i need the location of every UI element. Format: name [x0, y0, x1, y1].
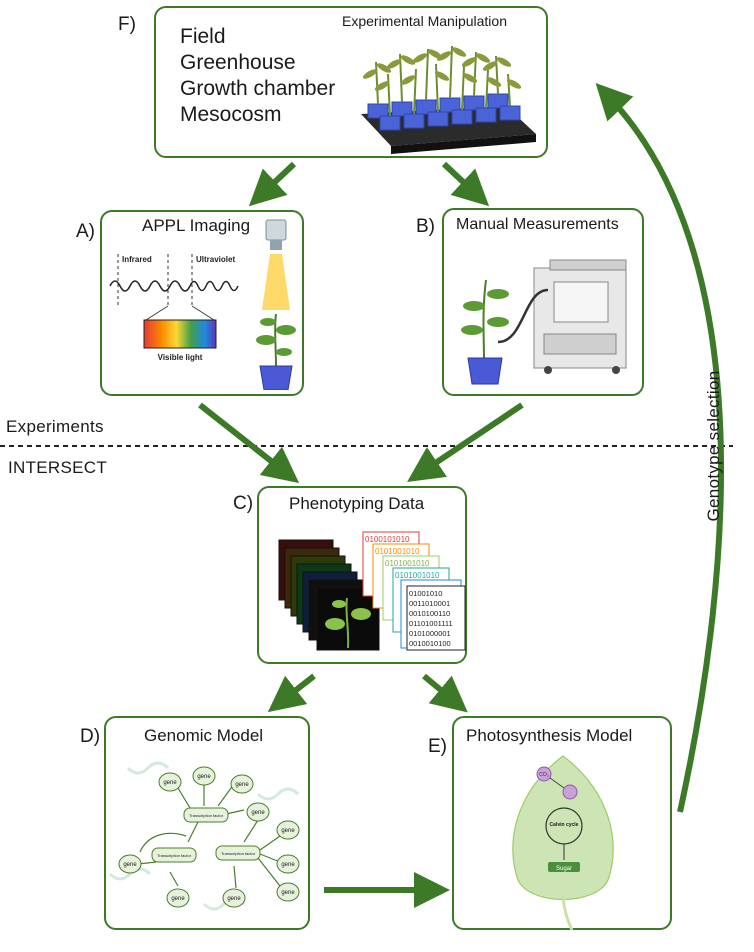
measurement-instrument-illustration [461, 259, 627, 385]
environment-item: Growth chamber [180, 77, 336, 100]
panel-b-manual-measurements: Manual Measurements [442, 208, 644, 396]
visible-light-label: Visible light [158, 353, 203, 362]
panel-e-title: Photosynthesis Model [466, 726, 633, 745]
co2-label: CO₂ [539, 772, 549, 778]
gene-label: gene [163, 780, 177, 786]
gene-label: gene [197, 774, 211, 780]
panel-c-phenotyping-data: Phenotyping Data 0100101010 0101001010 0… [257, 486, 467, 664]
panel-d-genomic-model: Genomic Model gene gene g [104, 716, 310, 930]
intersect-label: INTERSECT [8, 458, 108, 477]
gene-label: gene [171, 896, 185, 902]
gene-label: gene [281, 890, 295, 896]
tf-label: Transcription factor [157, 853, 192, 858]
arrow-c-to-d [267, 673, 316, 713]
environment-list: Field Greenhouse Growth chamber Mesocosm [180, 24, 335, 128]
experiments-label: Experiments [6, 417, 104, 436]
environment-item: Mesocosm [180, 103, 282, 126]
environment-item: Greenhouse [180, 51, 296, 74]
svg-text:0101001010: 0101001010 [395, 571, 440, 580]
tf-label: Transcription factor [189, 813, 224, 818]
panel-d-letter: D) [80, 726, 101, 747]
panel-e-letter: E) [428, 736, 447, 757]
arrow-b-to-c [407, 402, 524, 483]
gene-label: gene [227, 896, 241, 902]
panel-c-title: Phenotyping Data [289, 494, 425, 513]
binary-row: 0011010001 [409, 599, 450, 608]
panel-c-letter: C) [233, 493, 254, 514]
arrow-e-to-f [595, 82, 725, 813]
arrow-f-to-b [441, 161, 490, 207]
panel-a-title: APPL Imaging [142, 216, 251, 235]
binary-row: 0101000001 [409, 629, 451, 638]
sugar-label: Sugar [556, 866, 572, 872]
binary-row: 0010010100 [409, 639, 451, 648]
environment-item: Field [180, 25, 226, 48]
panel-e-photosynthesis-model: Photosynthesis Model CO₂ Calvin cycle Su… [452, 716, 672, 930]
panel-a-appl-imaging: APPL Imaging Infrared Ultraviolet Visibl… [100, 210, 304, 396]
gene-label: gene [123, 862, 137, 868]
calvin-cycle-label: Calvin cycle [550, 822, 579, 828]
panel-f-title: Experimental Manipulation [342, 13, 507, 29]
camera-plant-illustration [256, 219, 296, 390]
image-stack-illustration [278, 539, 380, 651]
arrow-a-to-c [198, 402, 300, 484]
svg-text:0101001010: 0101001010 [385, 559, 430, 568]
spectrum-illustration: Infrared Ultraviolet Visible light [109, 254, 239, 362]
binary-row: 01001010 [409, 589, 442, 598]
infrared-label: Infrared [122, 255, 152, 264]
panel-f-letter: F) [118, 14, 136, 35]
plant-tray-image [361, 45, 536, 154]
panel-b-letter: B) [416, 216, 435, 237]
svg-text:0100101010: 0100101010 [365, 535, 410, 544]
svg-text:0101001010: 0101001010 [375, 547, 420, 556]
leaf-illustration: CO₂ Calvin cycle Sugar [512, 755, 614, 930]
ultraviolet-label: Ultraviolet [196, 255, 235, 264]
panel-a-letter: A) [76, 221, 95, 242]
panel-b-title: Manual Measurements [456, 216, 619, 233]
gene-label: gene [235, 782, 249, 788]
binary-row: 01101001111 [409, 619, 453, 628]
tf-label: Transcription factor [221, 851, 256, 856]
panel-d-title: Genomic Model [144, 726, 264, 745]
gene-label: gene [281, 862, 295, 868]
gene-network-illustration: gene gene gene gene gene gene gene gene … [108, 761, 300, 911]
arrow-c-to-e [422, 673, 468, 713]
genotype-selection-label: Genotype selection [704, 370, 723, 522]
binary-row: 0010100110 [409, 609, 450, 618]
gene-label: gene [251, 810, 265, 816]
panel-f-experimental-manipulation: Experimental Manipulation Field Greenhou… [154, 6, 548, 158]
arrow-f-to-a [248, 161, 297, 207]
gene-label: gene [281, 828, 295, 834]
binary-data-illustration: 0100101010 0101001010 0101001010 0101001… [362, 531, 466, 651]
